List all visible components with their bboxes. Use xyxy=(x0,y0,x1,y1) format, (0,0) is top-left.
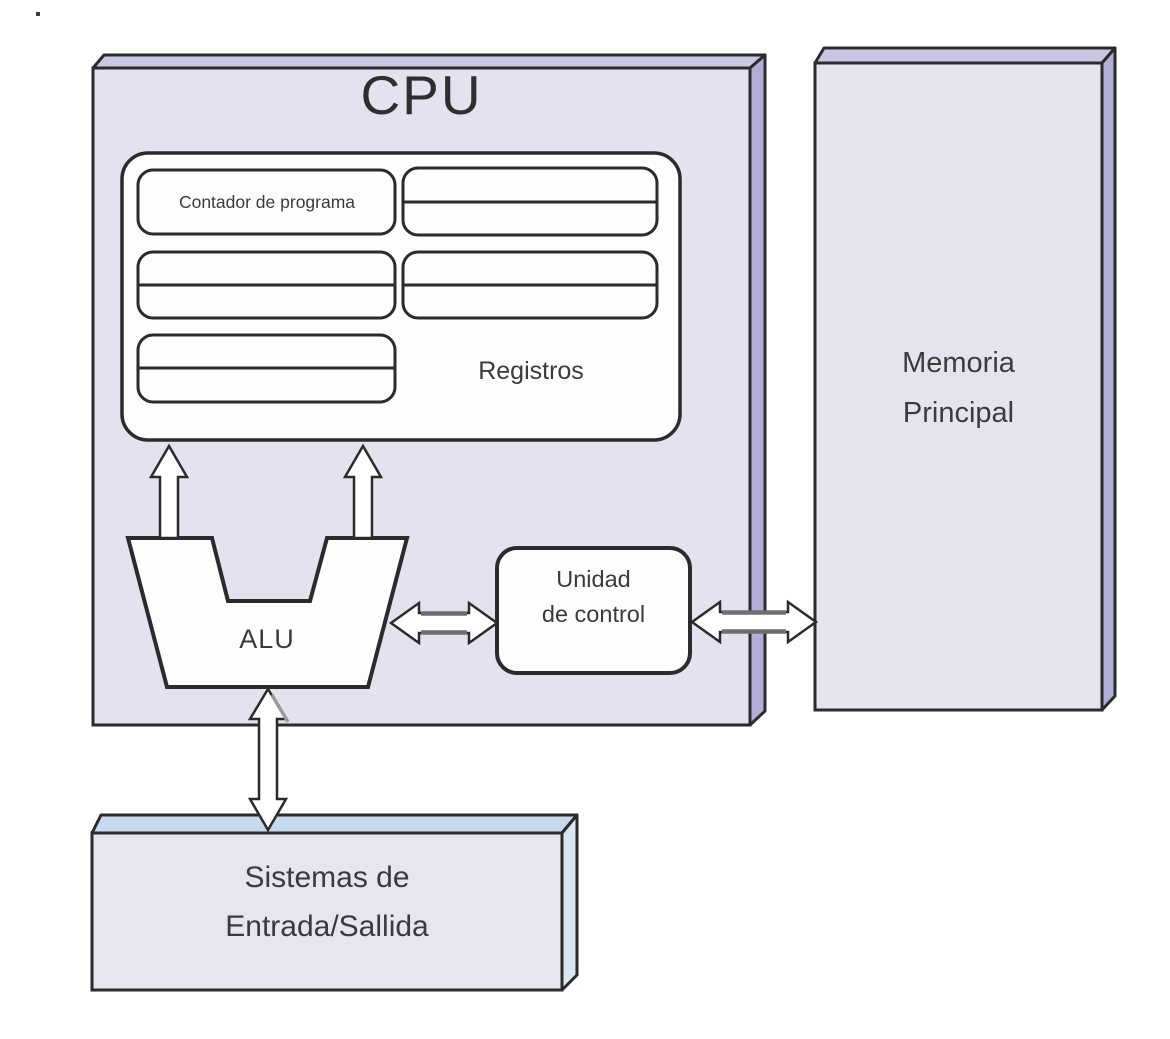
control-unit-label: Unidad de control xyxy=(497,562,690,632)
control-unit-box xyxy=(495,546,692,675)
arrow-alu-control-unit xyxy=(388,600,500,646)
memory-box-top-bevel xyxy=(813,46,1117,65)
io-system-label-line1: Sistemas de xyxy=(244,861,410,894)
control-unit-label-line1: Unidad xyxy=(556,566,631,592)
main-memory-label-line1: Memoria xyxy=(902,347,1015,379)
io-system-label: Sistemas de Entrada/Sallida xyxy=(92,853,562,951)
alu-label: ALU xyxy=(239,624,295,654)
memory-box-side-bevel xyxy=(1100,46,1117,712)
memory-box-face xyxy=(813,61,1104,712)
alu-shape xyxy=(125,536,410,689)
program-counter-label: Contador de programa xyxy=(142,171,392,233)
io-box-face xyxy=(90,831,564,992)
main-memory-label-line2: Principal xyxy=(902,397,1015,429)
register-program-counter xyxy=(136,168,397,236)
io-box-top-bevel xyxy=(90,813,579,835)
control-unit-label-line2: de control xyxy=(541,601,646,627)
stray-dot xyxy=(36,12,40,16)
arrow-head-shade xyxy=(270,694,290,723)
io-system-label-line2: Entrada/Sallida xyxy=(225,910,429,943)
main-memory-label: Memoria Principal xyxy=(815,338,1102,438)
arrow-alu-to-registers-right xyxy=(342,443,384,540)
arrow-alu-to-registers-left xyxy=(148,443,190,540)
cpu-title: CPU xyxy=(360,64,483,126)
arrow-alu-io xyxy=(247,686,289,833)
program-counter-text: Contador de programa xyxy=(178,191,356,212)
registers-caption: Registros xyxy=(478,357,584,385)
io-box-side-bevel xyxy=(560,813,579,992)
